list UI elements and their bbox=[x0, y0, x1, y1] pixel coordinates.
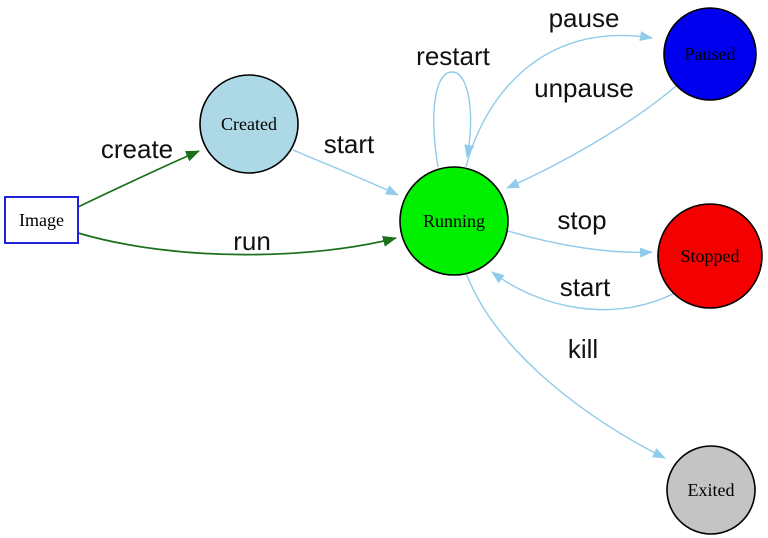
edge-start-created-label: start bbox=[324, 129, 375, 159]
node-created-label: Created bbox=[221, 114, 277, 134]
node-exited: Exited bbox=[666, 445, 756, 535]
edge-stop bbox=[507, 230, 653, 258]
edge-create bbox=[77, 150, 200, 208]
node-image: Image bbox=[4, 196, 79, 244]
edge-pause-label: pause bbox=[549, 3, 620, 33]
node-running-label: Running bbox=[423, 211, 485, 231]
node-stopped: Stopped bbox=[657, 203, 763, 309]
node-image-label: Image bbox=[19, 210, 64, 230]
node-paused: Paused bbox=[663, 7, 757, 101]
edge-start-stopped-label: start bbox=[560, 272, 611, 302]
edge-run-label: run bbox=[233, 226, 271, 256]
edge-kill-label: kill bbox=[568, 334, 598, 364]
edge-unpause bbox=[506, 85, 677, 189]
node-running: Running bbox=[399, 166, 509, 276]
edge-kill bbox=[465, 272, 666, 459]
edge-layer bbox=[77, 31, 677, 459]
paused-circle-shape bbox=[663, 7, 757, 101]
image-box-shape bbox=[4, 196, 79, 244]
running-circle-shape bbox=[399, 166, 509, 276]
stopped-circle-shape bbox=[657, 203, 763, 309]
edge-create-label: create bbox=[101, 134, 173, 164]
edge-run bbox=[77, 232, 397, 256]
node-layer: Image Created Running Paused Stopped Exi bbox=[4, 7, 763, 535]
edge-pause bbox=[465, 31, 653, 168]
edge-unpause-label: unpause bbox=[534, 73, 634, 103]
edge-start-created-running bbox=[292, 149, 399, 196]
node-stopped-label: Stopped bbox=[680, 246, 739, 266]
edge-stop-label: stop bbox=[557, 205, 606, 235]
node-created: Created bbox=[199, 74, 299, 174]
node-exited-label: Exited bbox=[688, 480, 735, 500]
created-circle-shape bbox=[199, 74, 299, 174]
edge-restart-label: restart bbox=[416, 41, 490, 71]
edge-start-stopped-running bbox=[491, 271, 674, 311]
node-paused-label: Paused bbox=[685, 44, 736, 64]
exited-circle-shape bbox=[666, 445, 756, 535]
edge-label-layer: create run start restart pause unpause s… bbox=[101, 3, 634, 364]
edge-restart-self-loop bbox=[433, 71, 475, 168]
